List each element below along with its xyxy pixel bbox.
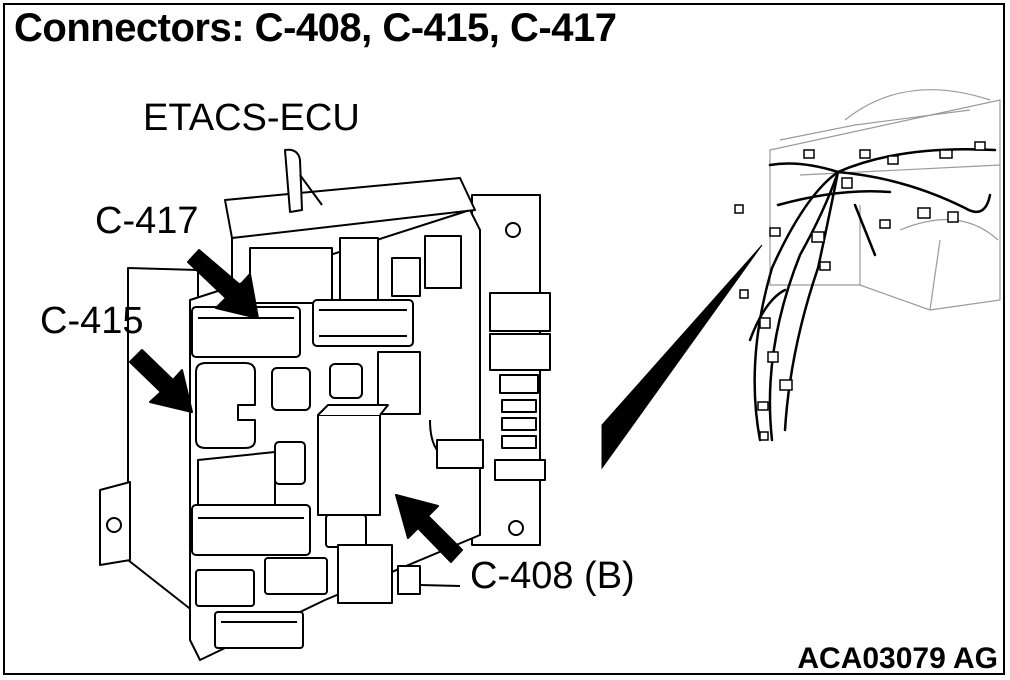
connector-upper-right (312, 299, 414, 347)
wiring-harness (748, 147, 997, 442)
label-c417: C-417 (95, 200, 199, 242)
label-c408: C-408 (B) (470, 555, 635, 597)
lower-connectors (191, 441, 328, 649)
figure-code: ACA03079 AG (797, 642, 998, 675)
connector-c415 (195, 362, 256, 449)
center-relays (317, 351, 484, 516)
label-c415: C-415 (40, 300, 144, 342)
connector-c408b (325, 514, 461, 604)
connector-small-squares (271, 363, 363, 411)
page-title: Connectors: C-408, C-415, C-417 (14, 6, 617, 50)
upper-relays (249, 235, 462, 304)
arrow-c415 (129, 349, 193, 413)
pointer-wedge (601, 244, 763, 470)
arrow-c417 (187, 249, 259, 319)
arrow-c408 (395, 494, 463, 563)
ecu-mounting-bracket (99, 194, 541, 616)
fuse-strip (489, 292, 551, 481)
label-etacs-ecu: ETACS-ECU (143, 97, 360, 139)
harness-connectors (734, 141, 986, 441)
